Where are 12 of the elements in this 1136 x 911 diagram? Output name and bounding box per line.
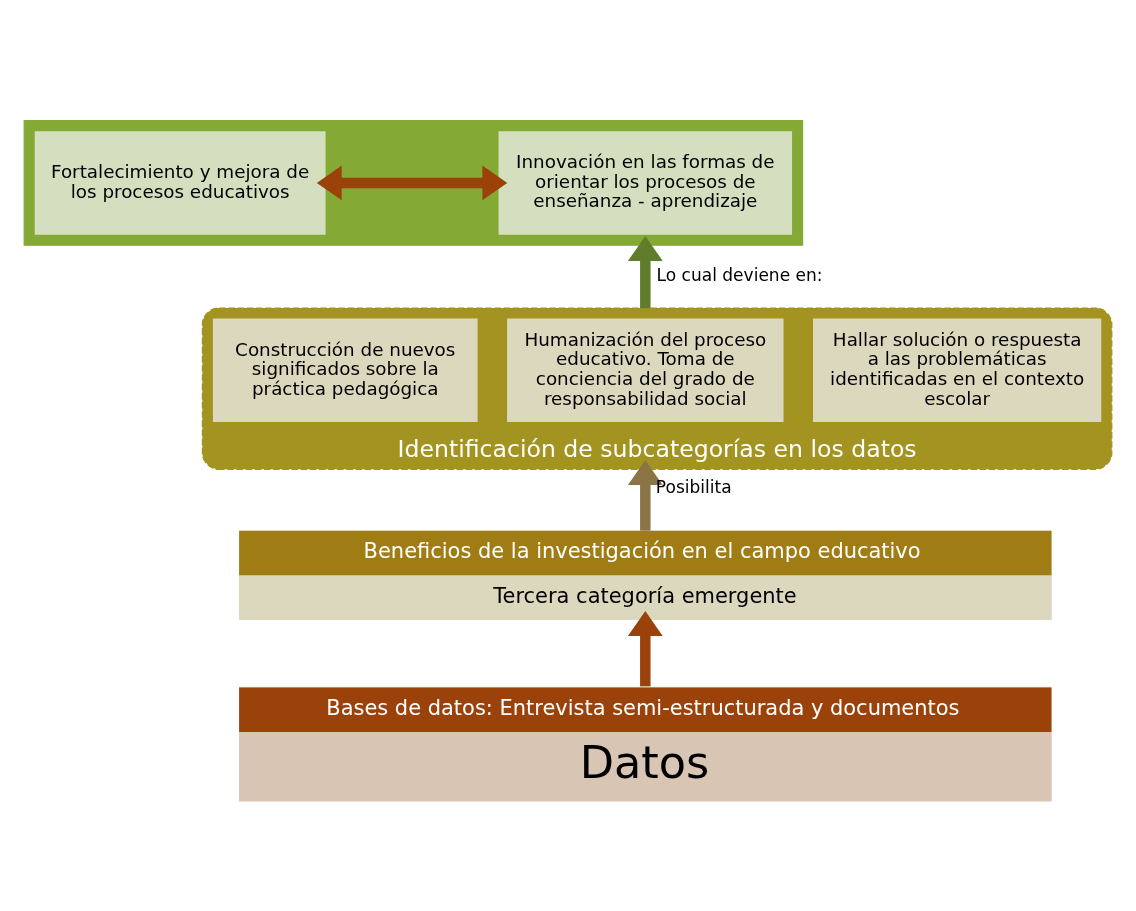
arrow bbox=[627, 236, 663, 309]
node-box: Hallar solución o respuesta a las problemáticas identificadas en el contexto escolar bbox=[813, 318, 1102, 423]
node-box: Humanización del proceso educativo. Toma de conciencia del grado de responsabilidad social bbox=[507, 318, 784, 423]
arrow bbox=[627, 460, 663, 531]
node-box: Construcción de nuevos significados sobre la práctica pedagógica bbox=[212, 318, 478, 423]
arrow bbox=[627, 611, 663, 687]
edge-label: Lo cual deviene en: bbox=[656, 265, 823, 286]
edge-label: Posibilita bbox=[655, 477, 732, 498]
node-box: Fortalecimiento y mejora de los procesos educativos bbox=[34, 131, 326, 235]
node-box: Innovación en las formas de orientar los procesos de enseñanza - aprendizaje bbox=[498, 131, 793, 235]
arrow bbox=[316, 165, 508, 201]
cluster bbox=[23, 120, 804, 246]
